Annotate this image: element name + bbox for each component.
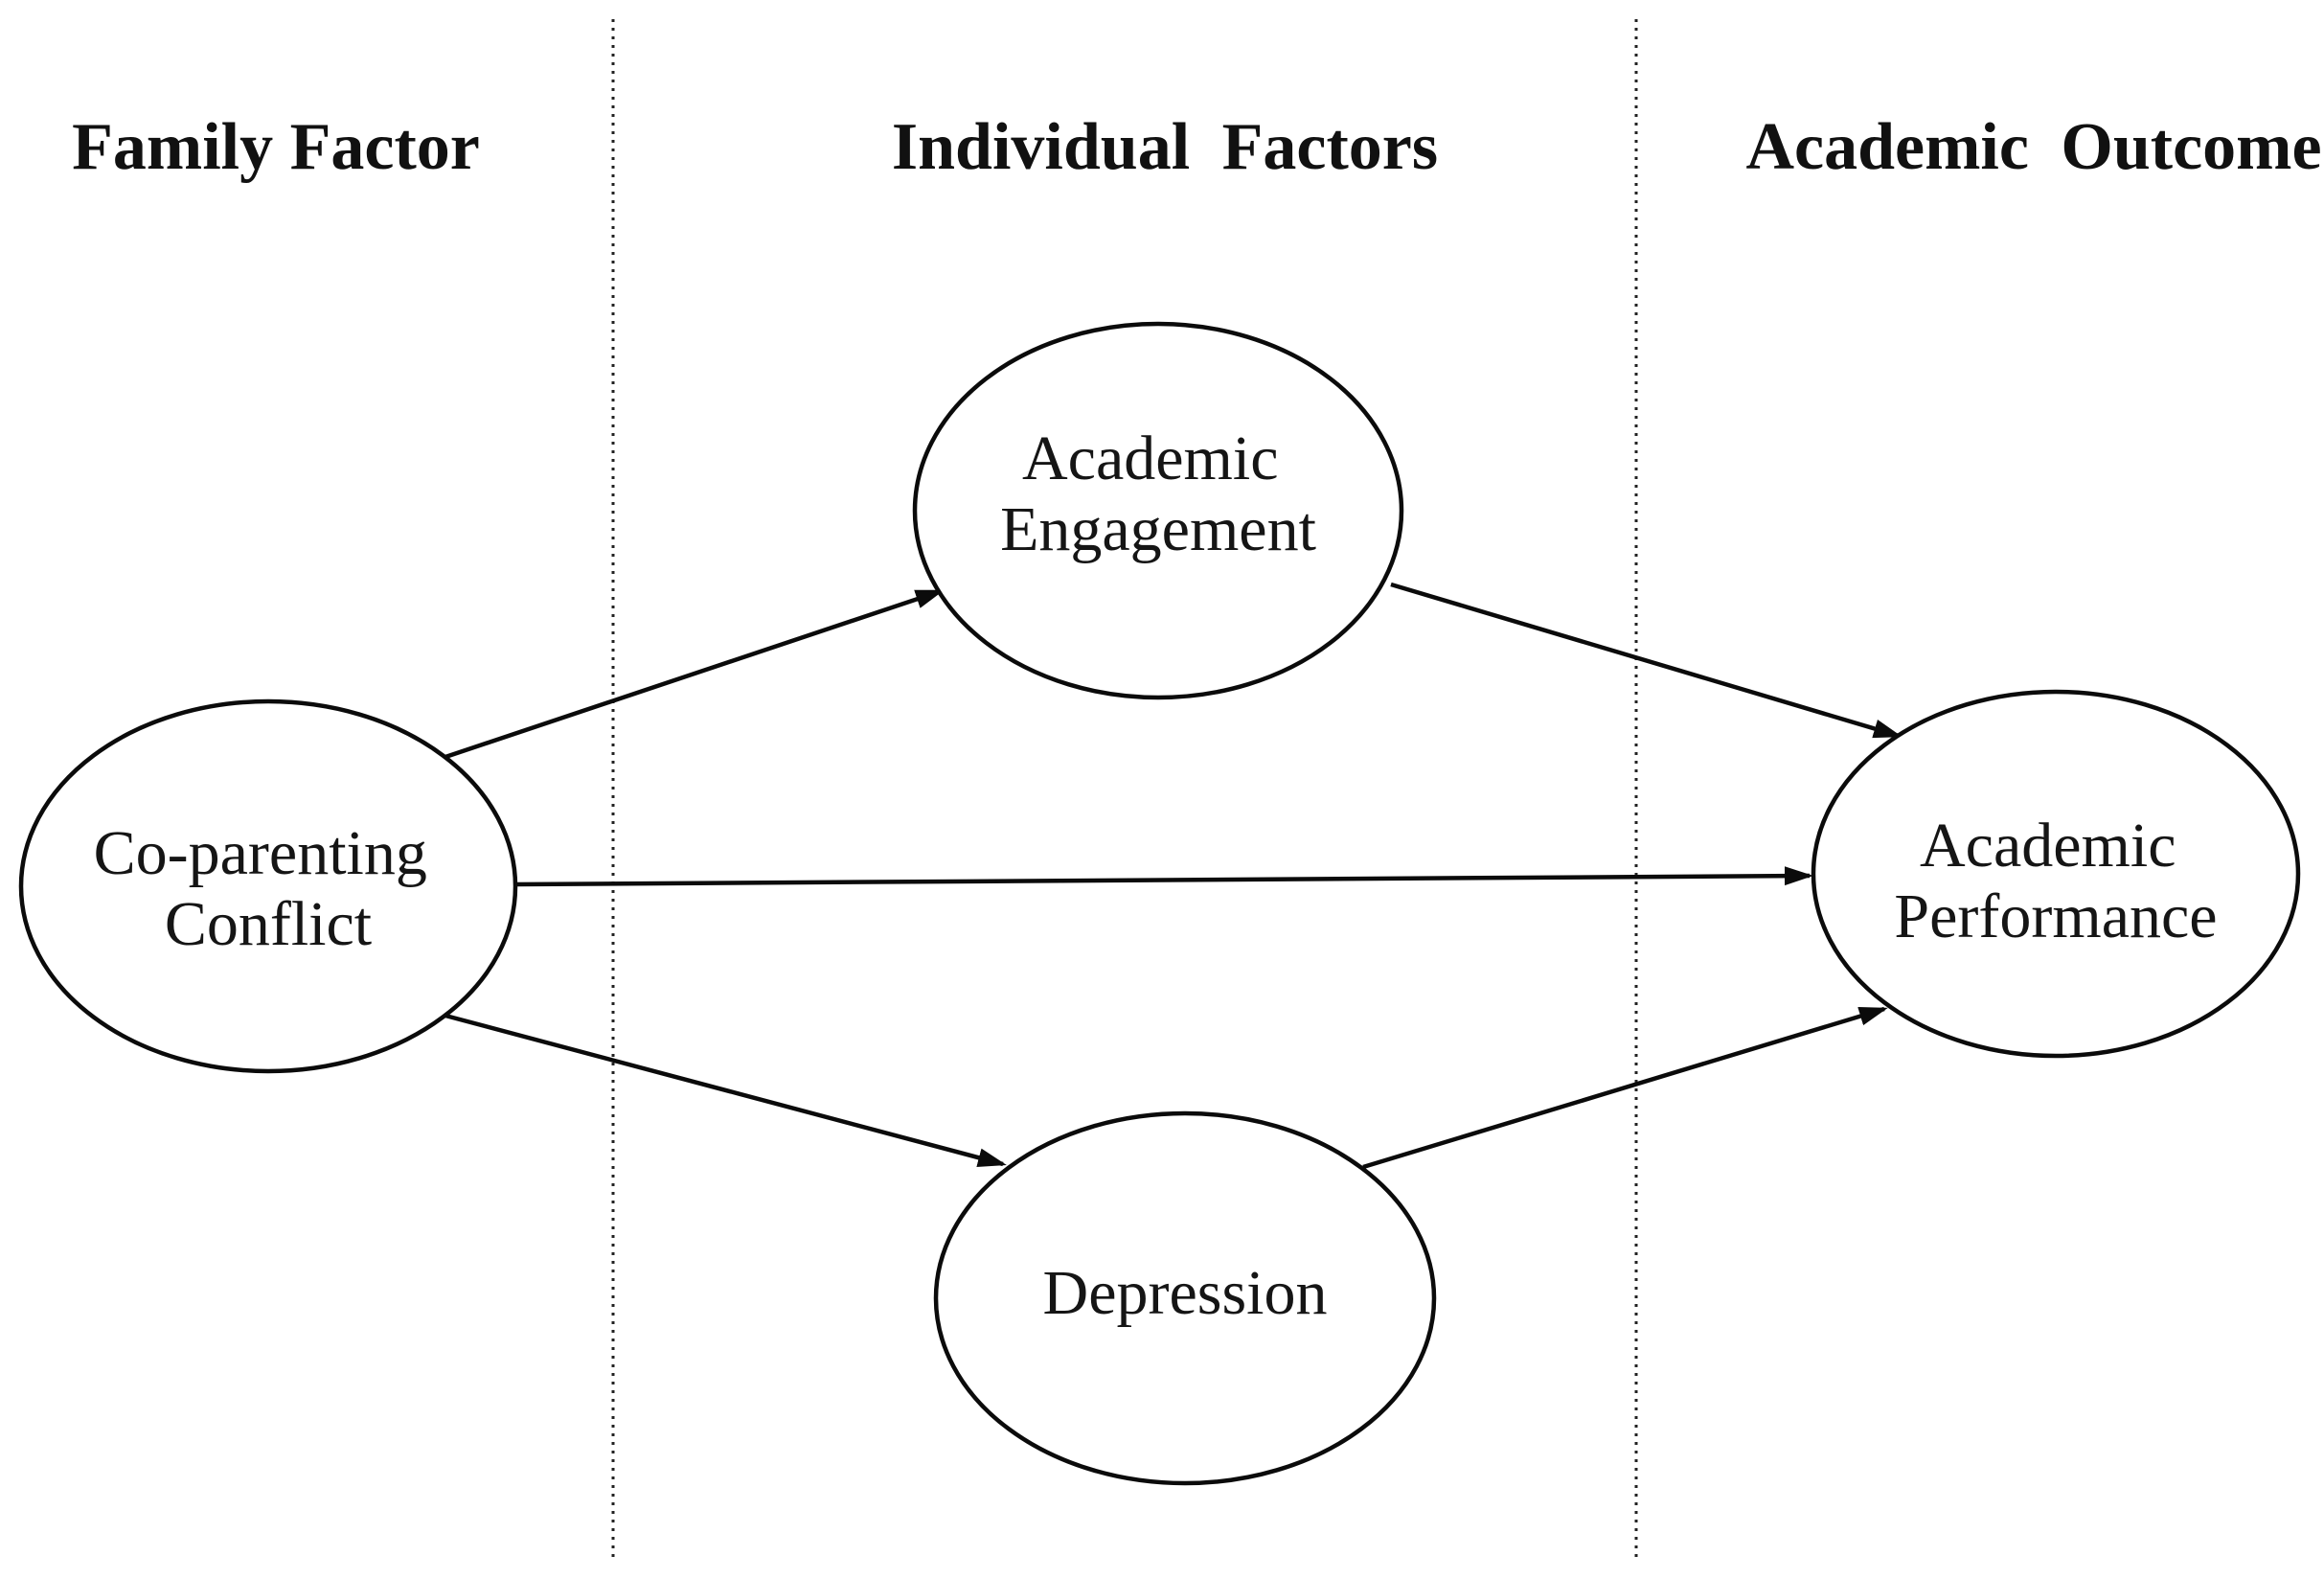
column-header-academic-outcome: Academic Outcome: [1745, 110, 2321, 184]
column-header-individual-factors: Individual Factors: [892, 110, 1438, 184]
column-header-family-factor: Family Factor: [72, 110, 480, 184]
edge-co-parenting-conflict-to-depression: [444, 1013, 1007, 1167]
node-academic-engagement: Academic Engagement: [912, 321, 1404, 700]
node-academic-performance-ellipse: [1811, 689, 2301, 1059]
node-academic-engagement-label: Academic Engagement: [1000, 423, 1316, 564]
edge-co-parenting-conflict-to-academic-performance: [515, 866, 1813, 887]
node-co-parenting-conflict-ellipse: [18, 698, 518, 1074]
edge-academic-engagement-to-academic-performance: [1390, 582, 1902, 739]
node-co-parenting-conflict-label: Co-parenting Conflict: [94, 818, 444, 959]
node-depression-ellipse: [933, 1110, 1437, 1486]
node-academic-engagement-ellipse: [912, 321, 1404, 700]
edge-co-parenting-conflict-to-academic-engagement: [444, 588, 945, 760]
node-depression-label: Depression: [1043, 1258, 1328, 1328]
edge-depression-to-academic-performance: [1362, 1006, 1888, 1170]
node-depression: Depression: [933, 1110, 1437, 1486]
node-co-parenting-conflict: Co-parenting Conflict: [18, 698, 518, 1074]
node-academic-performance-label: Academic Performance: [1894, 811, 2217, 951]
node-academic-performance: Academic Performance: [1811, 689, 2301, 1059]
